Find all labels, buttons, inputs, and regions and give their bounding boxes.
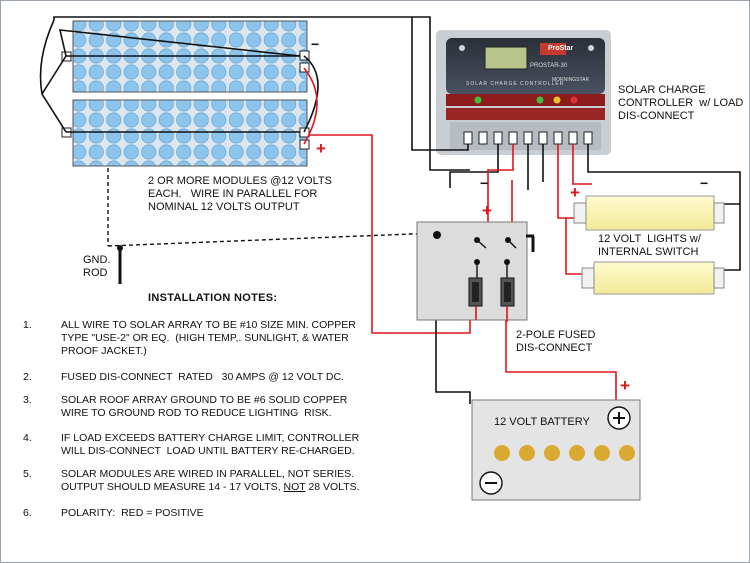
ground-wire bbox=[107, 168, 438, 284]
controller-brand: ProStar bbox=[548, 45, 574, 52]
note-text: POLARITY: RED = POSITIVE bbox=[61, 507, 204, 519]
minus-sign-lights: − bbox=[700, 175, 709, 191]
ground-rod-label: GND. ROD bbox=[83, 254, 111, 279]
controller-negative-wires bbox=[411, 17, 741, 404]
note-5-underlined: NOT bbox=[283, 481, 306, 493]
plus-sign-battery: + bbox=[620, 376, 630, 395]
plus-sign-array: + bbox=[316, 139, 326, 158]
solar-module-2 bbox=[61, 99, 310, 167]
minus-sign-disconnect: − bbox=[480, 175, 489, 191]
controller-subtitle: SOLAR CHARGE CONTROLLER bbox=[466, 81, 565, 87]
light-tube-2 bbox=[581, 261, 725, 295]
note-5-main: SOLAR MODULES ARE WIRED IN PARALLEL, NOT… bbox=[61, 468, 355, 493]
note-text: FUSED DIS-CONNECT RATED 30 AMPS @ 12 VOL… bbox=[61, 371, 344, 383]
light-tube-1 bbox=[573, 195, 725, 231]
charge-controller-device bbox=[436, 30, 611, 155]
battery-label: 12 VOLT BATTERY bbox=[494, 416, 590, 428]
minus-sign-array: − bbox=[311, 36, 320, 52]
fused-disconnect-box bbox=[416, 221, 535, 322]
disconnect-label: 2-POLE FUSED DIS-CONNECT bbox=[516, 329, 596, 354]
battery-body bbox=[471, 399, 641, 501]
plus-sign-disconnect: + bbox=[482, 201, 492, 220]
note-5-tail: 28 VOLTS. bbox=[305, 481, 360, 493]
note-text: ALL WIRE TO SOLAR ARRAY TO BE #10 SIZE M… bbox=[61, 319, 356, 357]
controller-maker: MORNINGSTAR bbox=[552, 77, 590, 83]
controller-model: PROSTAR-30 bbox=[530, 63, 568, 69]
note-number: 3. bbox=[23, 394, 32, 406]
note-number: 4. bbox=[23, 432, 32, 444]
plus-sign-lights: + bbox=[570, 183, 580, 202]
note-text: SOLAR ROOF ARRAY GROUND TO BE #6 SOLID C… bbox=[61, 394, 348, 419]
note-number: 6. bbox=[23, 507, 32, 519]
note-number: 5. bbox=[23, 468, 32, 480]
controller-label: SOLAR CHARGE CONTROLLER w/ LOAD DIS-CONN… bbox=[618, 84, 744, 122]
note-number: 2. bbox=[23, 371, 32, 383]
lights-label: 12 VOLT LIGHTS w/ INTERNAL SWITCH bbox=[598, 233, 701, 258]
panel-negative-wires bbox=[39, 16, 470, 171]
note-text: IF LOAD EXCEEDS BATTERY CHARGE LIMIT, CO… bbox=[61, 432, 360, 457]
note-text: SOLAR MODULES ARE WIRED IN PARALLEL, NOT… bbox=[61, 468, 360, 494]
controller-terminals bbox=[463, 131, 593, 145]
panel-note: 2 OR MORE MODULES @12 VOLTS EACH. WIRE I… bbox=[148, 175, 332, 213]
installation-notes-title: INSTALLATION NOTES: bbox=[148, 292, 278, 304]
note-number: 1. bbox=[23, 319, 32, 331]
